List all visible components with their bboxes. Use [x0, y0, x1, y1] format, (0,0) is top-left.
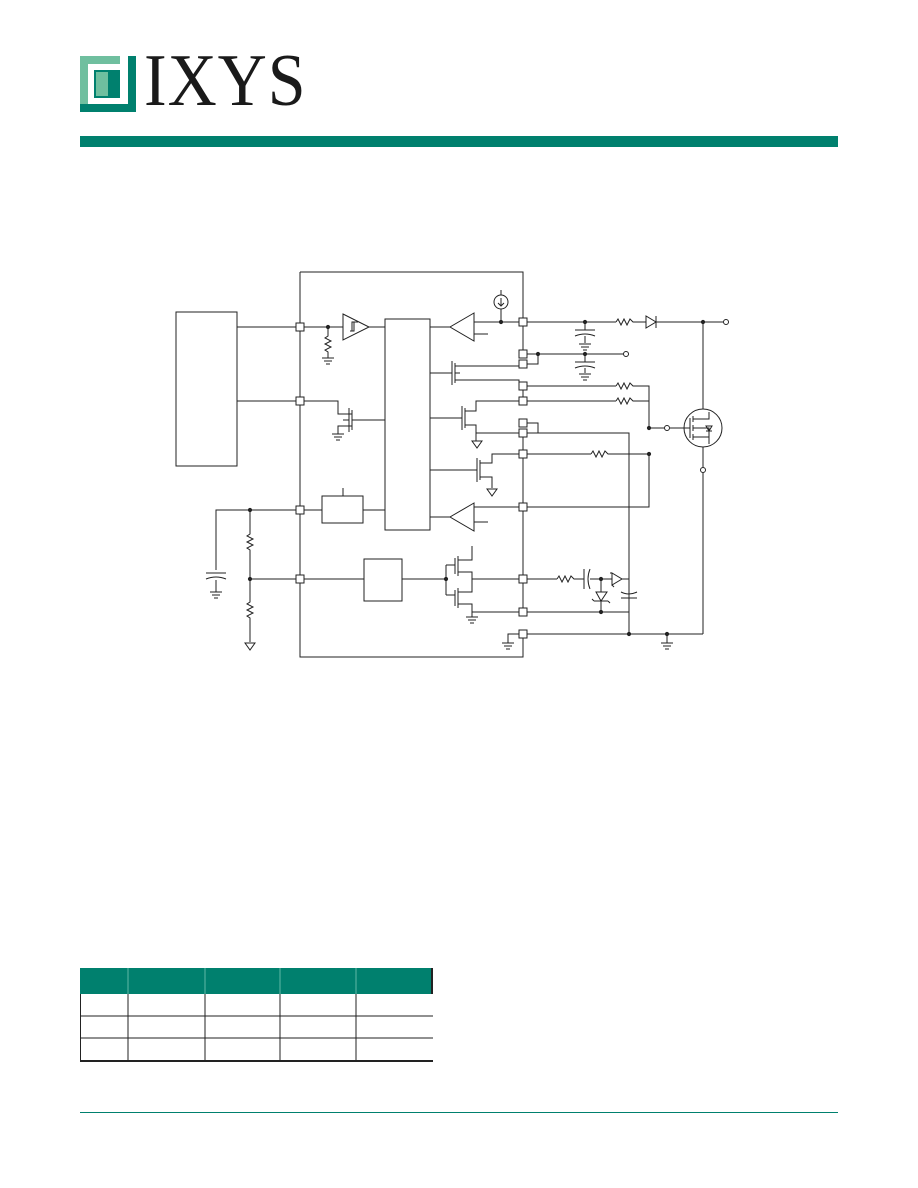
comparator-icon — [449, 312, 475, 342]
ground-icon — [661, 642, 673, 650]
pin — [295, 396, 305, 406]
ic-outline — [299, 271, 524, 658]
pin — [518, 359, 528, 369]
controller-box — [175, 311, 238, 467]
ground-icon — [244, 642, 256, 651]
ground-icon — [579, 373, 591, 381]
resistor-icon — [615, 317, 646, 327]
pin — [295, 505, 305, 515]
resistor-icon — [556, 574, 584, 584]
pin — [518, 607, 528, 617]
capacitor-icon — [574, 322, 596, 343]
pin — [518, 317, 528, 327]
ground-icon — [210, 591, 222, 599]
mosfet-icon — [430, 400, 519, 434]
ground-icon — [579, 343, 591, 351]
capacitor-icon — [205, 572, 227, 580]
ground-icon — [322, 357, 334, 365]
pin — [518, 574, 528, 584]
ground-icon — [466, 616, 478, 624]
resistor-icon — [323, 327, 333, 358]
logo-mark-icon — [80, 56, 136, 112]
pin — [518, 396, 528, 406]
resistor-icon — [615, 381, 650, 428]
logic-block — [384, 318, 431, 531]
ground-icon — [502, 642, 514, 650]
pin — [295, 322, 305, 332]
block-diagram — [175, 271, 729, 658]
pin — [295, 574, 305, 584]
capacitor-icon — [620, 591, 638, 599]
mosfet-icon — [430, 361, 520, 390]
ground-icon — [332, 433, 344, 441]
diode-icon — [645, 315, 657, 329]
zener-diode-icon — [610, 572, 623, 588]
header-bar — [80, 136, 838, 147]
mosfet-icon — [337, 408, 385, 434]
resistor-icon — [527, 449, 650, 508]
resistor-icon — [615, 396, 649, 406]
pin — [518, 629, 528, 639]
uvlo-block — [321, 495, 364, 524]
pin — [518, 418, 528, 428]
capacitor-icon — [574, 354, 596, 373]
mosfet-icon — [454, 579, 519, 613]
pin — [518, 428, 528, 438]
footer-rule — [80, 1112, 838, 1113]
schmitt-buffer-icon — [342, 313, 371, 341]
resistor-icon — [245, 579, 255, 642]
ground-icon — [471, 440, 483, 449]
company-logo: IXYS — [80, 44, 330, 118]
capacitor-icon — [583, 568, 591, 590]
logo-wordmark: IXYS — [144, 40, 307, 122]
driver-block — [363, 558, 403, 602]
pin — [518, 449, 528, 459]
pin — [518, 502, 528, 512]
mosfet-icon — [445, 546, 519, 596]
spec-table — [80, 968, 433, 1062]
pin — [518, 381, 528, 391]
table-header — [80, 968, 433, 994]
pin — [518, 349, 528, 359]
mosfet-icon — [430, 453, 519, 488]
resistor-icon — [245, 510, 255, 579]
comparator-icon — [449, 502, 475, 532]
ground-icon — [486, 488, 498, 497]
